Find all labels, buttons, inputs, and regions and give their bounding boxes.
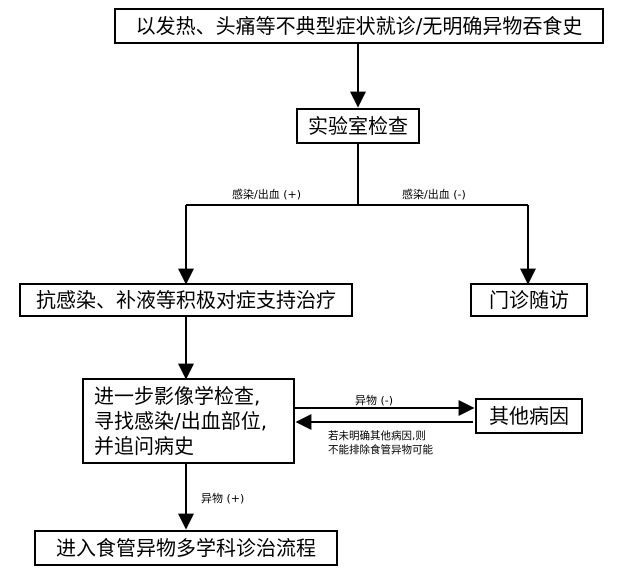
label-foreign-positive: 异物 (+) [201,492,245,505]
label-infection-negative: 感染/出血 (-) [402,188,466,201]
node-start: 以发热、头痛等不典型症状就诊/无明确异物吞食史 [114,8,604,44]
node-imaging: 进一步影像学检查, 寻找感染/出血部位, 并追问病史 [82,378,295,464]
label-infection-positive: 感染/出血 (+) [232,188,302,201]
node-mdt-process: 进入食管异物多学科诊治流程 [34,530,338,566]
back-note-line-2: 不能排除食管异物可能 [328,444,433,457]
imaging-line-2: 寻找感染/出血部位, [94,408,268,433]
back-note: 若未明确其他病因,则 不能排除食管异物可能 [328,429,433,457]
node-treatment: 抗感染、补液等积极对症支持治疗 [19,283,353,317]
node-lab-test: 实验室检查 [296,108,420,144]
imaging-line-1: 进一步影像学检查, [94,383,261,408]
node-other-causes: 其他病因 [475,398,583,434]
imaging-line-3: 并追问病史 [94,433,194,458]
label-foreign-negative: 异物 (-) [355,394,394,407]
back-note-line-1: 若未明确其他病因,则 [328,430,426,442]
node-outpatient-followup: 门诊随访 [470,283,588,317]
